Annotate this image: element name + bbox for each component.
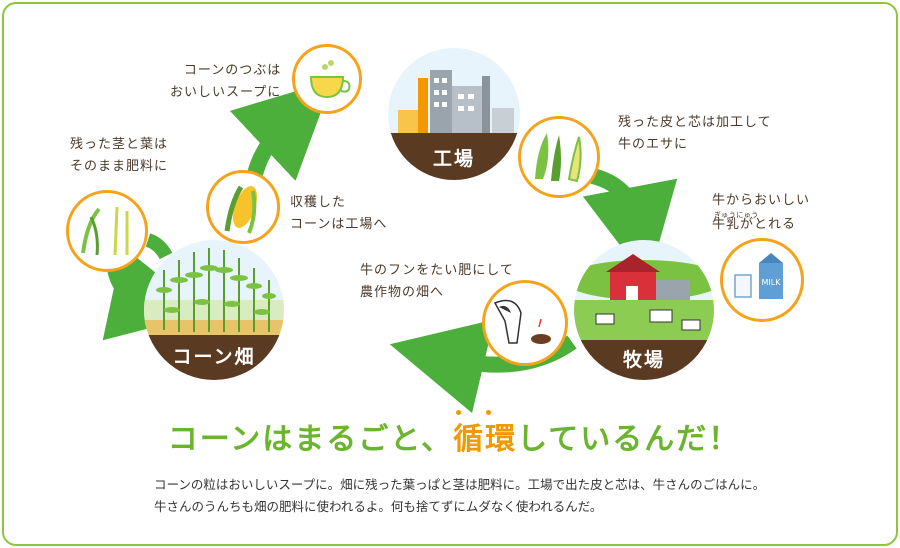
headline-part2: しているんだ！ [517,422,741,457]
corn-icon [224,185,258,234]
milk-label-line1: 牛からおいしい [712,193,811,208]
stems-label: 残った茎と葉は そのまま肥料に [70,137,169,174]
headline-part1: コーンはまるごと、 [167,422,454,457]
body-line1: コーンの粒はおいしいスープに。畑に残った葉っぱと茎は肥料に。工場で出た皮と芯は、… [154,477,766,492]
milk-carton-icon: MILK [734,253,783,299]
soup-cup-icon [309,60,351,99]
factory-circle: 工場 [388,48,520,180]
stems-leaves-icon [81,206,129,256]
factory-label: 工場 [432,148,475,170]
emphasis-dot [486,410,491,415]
soup-label: コーンのつぶは おいしいスープに [170,63,282,100]
feed-circle [518,116,600,198]
milk-ruby: ぎゅうにゅう [714,211,759,219]
feed-label: 残った皮と芯は加工して 牛のエサに [618,115,772,152]
ranch-circle: 牧場 [574,240,714,380]
stems-circle [66,190,148,272]
arrow-stems-to-field [145,233,173,260]
field-label: コーン畑 [172,346,256,368]
emphasis-dot [456,410,461,415]
milk-circle: MILK [720,238,804,322]
cow-manure-icon [493,299,551,344]
headline: コーンはまるごと、循環しているんだ！ [154,414,754,458]
husk-cob-icon [535,133,582,183]
soup-circle [292,44,362,114]
milk-carton-text: MILK [762,278,782,287]
harvest-label: 収穫した コーンは工場へ [290,195,388,232]
field-circle: コーン畑 [144,240,284,380]
manure-circle [482,280,568,366]
harvest-corn-circle [206,170,280,244]
ranch-illustration [574,254,714,380]
body-line2: 牛さんのうんちも畑の肥料に使われるよ。何も捨てずにムダなく使われるんだ。 [154,499,603,514]
milk-label-line2: 牛乳がとれる [712,217,797,232]
manure-label: 牛のフンをたい肥にして 農作物の畑へ [360,263,514,300]
corn-field-illustration [144,248,284,380]
ranch-label: 牧場 [622,349,665,371]
headline-highlight: 循環 [453,422,518,457]
